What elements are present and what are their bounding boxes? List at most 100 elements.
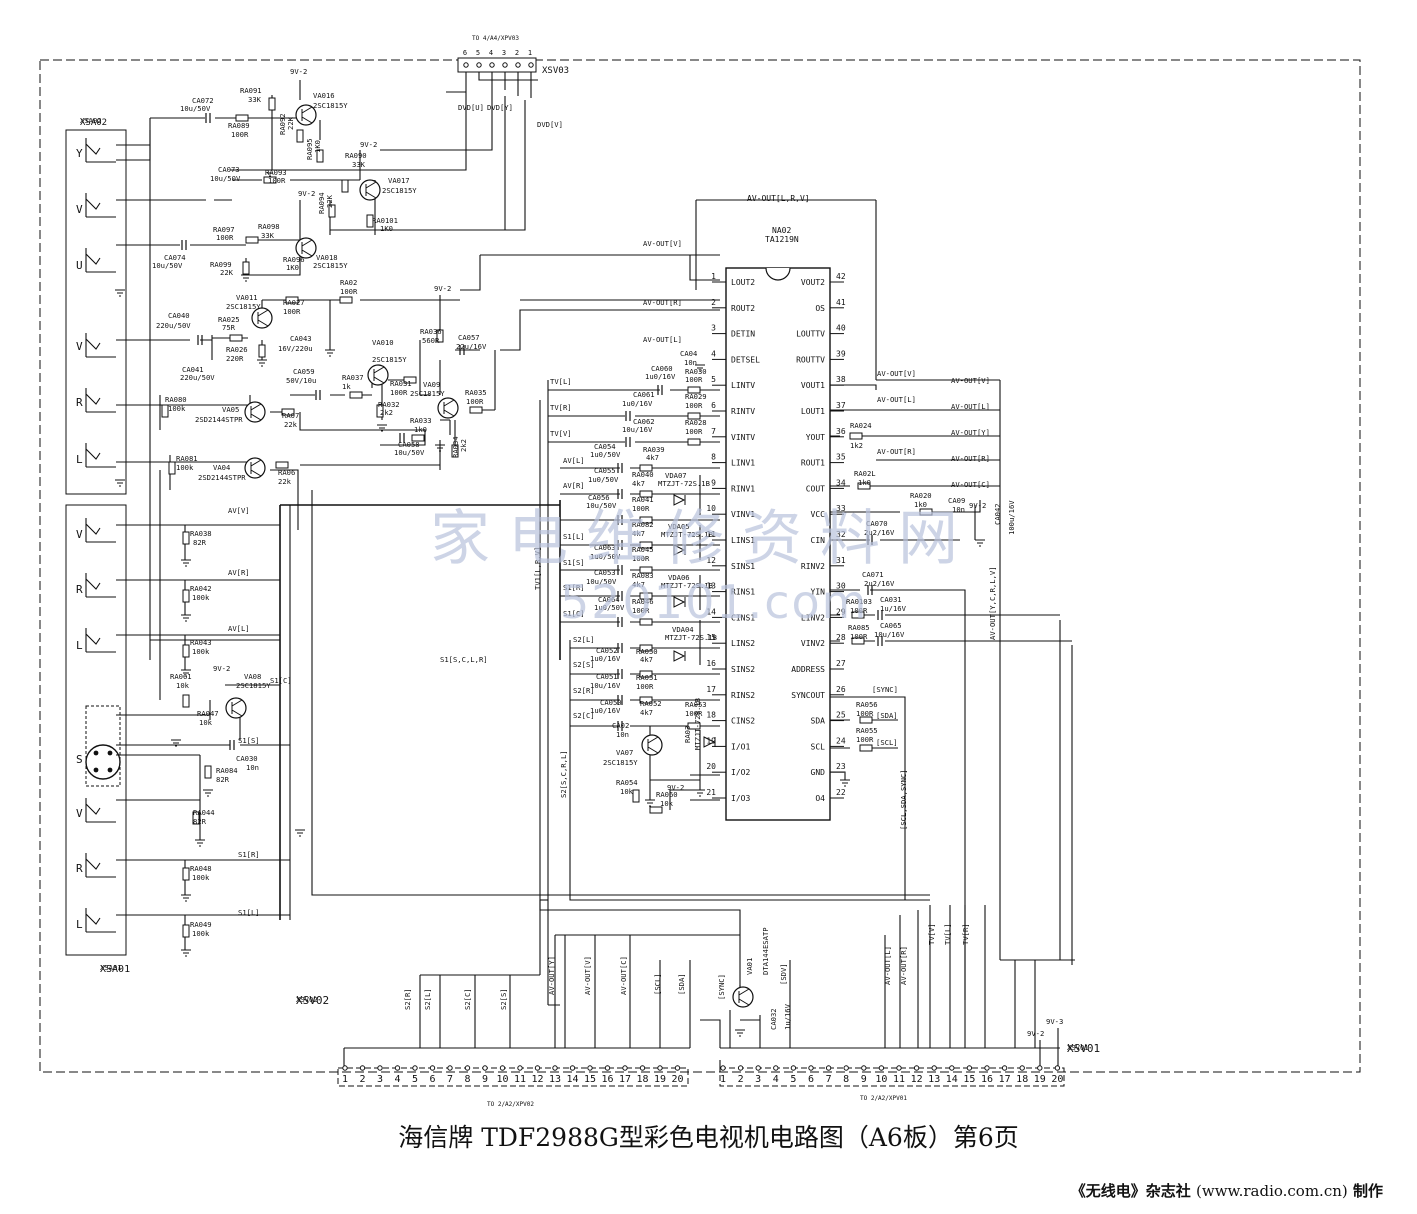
component-label: RA099 [210, 260, 232, 269]
component-label: CA064 [598, 595, 620, 604]
ic-pin-number: 32 [836, 530, 846, 539]
component-label: 10u/16V [874, 630, 905, 639]
component-label: RA085 [848, 623, 870, 632]
component-label: 100R [636, 682, 654, 691]
ic-pin-number: 18 [706, 711, 716, 720]
component-label: CA041 [182, 365, 204, 374]
ic-pin-syncout: SYNCOUT [791, 691, 825, 700]
ic-pin-o4: O4 [815, 794, 825, 803]
component-label: RA045 [632, 545, 654, 554]
ic-pin-number: 17 [706, 685, 716, 694]
ic-pin-vout1: VOUT1 [801, 381, 825, 390]
component-label: CA056 [588, 493, 610, 502]
jack-letter: L [76, 453, 83, 466]
component-label: 2SC1815Y [603, 758, 638, 767]
ic-pin-number: 42 [836, 272, 846, 281]
component-label: RA054 [616, 778, 638, 787]
component-label: RA050 [636, 647, 658, 656]
component-label: VDA06 [668, 573, 690, 582]
component-label: RA098 [258, 222, 280, 231]
ic-pin-rins1: RINS1 [731, 588, 755, 597]
ic-pin-number: 28 [836, 633, 846, 642]
component-label: 2SC1815Y [410, 389, 445, 398]
component-label: 10u/50V [586, 501, 617, 510]
vertical-label: 1K0 [313, 140, 322, 153]
component-label: AV-OUT[R] [643, 298, 682, 307]
component-label: 22u/16V [456, 342, 487, 351]
wiring [116, 80, 1075, 1072]
component-label: 10k [660, 799, 674, 808]
vertical-label: TV[L] [943, 923, 952, 945]
ic-pin-yin: YIN [811, 588, 826, 597]
component-label: 82R [193, 817, 207, 826]
component-label: 1u0/50V [590, 450, 621, 459]
xsa02-block [65, 129, 127, 495]
ic-pin-number: 15 [706, 633, 716, 642]
ic-pin-number: 12 [706, 556, 716, 565]
ic-pin-number: 25 [836, 711, 846, 720]
jack-letter: L [76, 918, 83, 931]
ic-pin-number: 27 [836, 659, 846, 668]
component-label: S2[R] [573, 686, 595, 695]
component-label: 100R [685, 709, 703, 718]
component-label: RA029 [685, 392, 707, 401]
component-label: 220u/50V [180, 373, 215, 382]
component-label: 2SC1815Y [313, 261, 348, 270]
component-label: VDA07 [665, 471, 687, 480]
component-label: CA058 [398, 440, 420, 449]
component-label: S1[R] [563, 583, 585, 592]
jack-letter: Y [76, 147, 83, 160]
component-label: VDA04 [672, 625, 694, 634]
vertical-label: RA092 [278, 113, 287, 135]
component-label: 10u/16V [590, 681, 621, 690]
xsv02_pins-pin-number: 7 [447, 1074, 453, 1085]
watermark-cn: 家电维修资料网 [430, 504, 976, 574]
vertical-label: DTA144ESATP [761, 927, 770, 975]
component-label: 2SD2144STPR [198, 473, 246, 482]
component-label: MTZJT-72S.1B [665, 633, 717, 642]
ic-pin-number: 16 [706, 659, 716, 668]
ic-pin-number: 11 [706, 530, 716, 539]
xsv01_pins-pin-number: 8 [843, 1074, 849, 1085]
ic-na02: NA02 TA1219N AV-OUT[L,R,V] 1LOUT22ROUT23… [706, 194, 846, 821]
component-label: S1[R] [238, 850, 260, 859]
component-label: CA04 [680, 349, 697, 358]
component-label: 10k [176, 681, 190, 690]
component-label: 10n [616, 730, 629, 739]
xsv01_pins-pin-number: 18 [1016, 1074, 1028, 1085]
ic-pin-number: 3 [711, 324, 716, 333]
component-label: CA054 [594, 442, 616, 451]
ic-pin-vinv2: VINV2 [801, 639, 825, 648]
component-label: 1k0 [858, 478, 871, 487]
component-label: 1k2 [850, 441, 863, 450]
ic-pin-lins1: LINS1 [731, 536, 755, 545]
xsv02_pins-pin-number: 20 [671, 1074, 683, 1085]
component-label: 100R [685, 401, 703, 410]
component-label: TV[V] [550, 429, 572, 438]
vertical-label: [SDV] [779, 963, 788, 985]
component-label: 75R [222, 323, 236, 332]
ic-pin-number: 30 [836, 582, 846, 591]
component-label: RA084 [216, 766, 238, 775]
component-label: CA074 [164, 253, 186, 262]
xsv03-pin-number: 2 [515, 49, 519, 57]
ic-pin-number: 29 [836, 607, 846, 616]
component-label: VA09 [423, 380, 440, 389]
ic-pin-vcc: VCC [811, 510, 826, 519]
component-label: VA018 [316, 253, 338, 262]
xsv01_pins-pin-number: 5 [790, 1074, 796, 1085]
component-label: 100R [850, 606, 868, 615]
xsv02_pins-pin-number: 16 [601, 1074, 613, 1085]
component-label: 82R [216, 775, 230, 784]
component-label: CA053 [594, 568, 616, 577]
ic-pin-detsel: DETSEL [731, 355, 760, 364]
ic-pin-number: 1 [711, 272, 716, 281]
component-label: RA083 [632, 571, 654, 580]
component-label: CA050 [600, 698, 622, 707]
component-label: VA07 [616, 748, 633, 757]
ic-pin-io3: I/O3 [731, 794, 750, 803]
component-label: CA073 [218, 165, 240, 174]
